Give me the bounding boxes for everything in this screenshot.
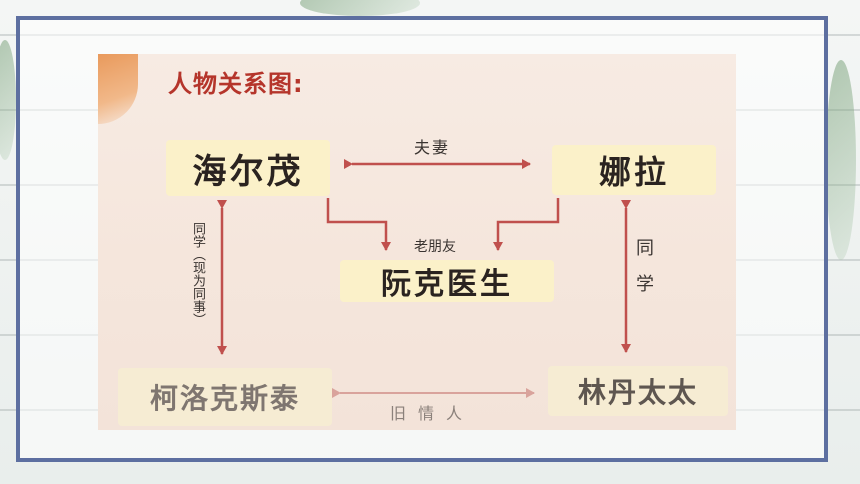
node-helmer: 海尔茂 — [166, 140, 330, 196]
label-old-lovers: 旧情人 — [390, 404, 475, 423]
leaf-decoration-top — [300, 0, 420, 16]
label-classmate: 同学 — [633, 238, 654, 310]
label-spouse: 夫妻 — [414, 138, 451, 157]
node-rank: 阮克医生 — [340, 260, 554, 302]
node-nora: 娜拉 — [552, 145, 716, 195]
arrow-helmer-rank — [326, 198, 391, 251]
node-linde: 林丹太太 — [548, 366, 728, 416]
node-krogstad: 柯洛克斯泰 — [118, 368, 332, 426]
label-old-friend: 老朋友 — [414, 239, 456, 255]
arrow-nora-rank — [493, 198, 560, 251]
leaf-decoration-left — [0, 40, 16, 160]
leaf-decoration-right — [826, 60, 856, 260]
diagram-title: 人物关系图: — [168, 70, 304, 98]
label-classmate-colleague: 同学（现为同事） — [190, 222, 205, 326]
